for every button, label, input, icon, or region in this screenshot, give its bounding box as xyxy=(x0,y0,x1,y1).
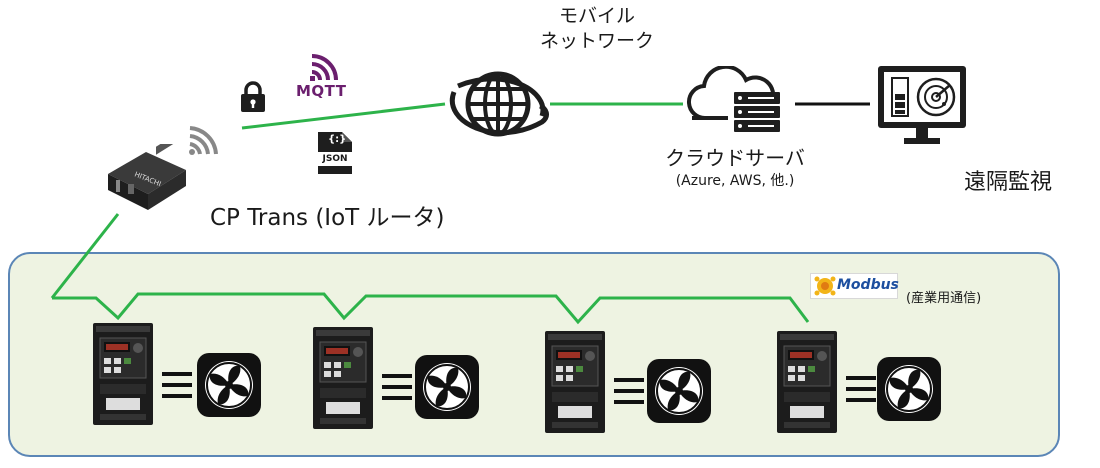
fan-connection-lines xyxy=(162,370,192,400)
link-router-globe xyxy=(241,102,446,130)
router-label: CP Trans (IoT ルータ) xyxy=(210,205,445,231)
json-label: JSON xyxy=(318,152,352,166)
fan-connection-lines xyxy=(382,372,412,402)
modbus-gear-icon xyxy=(814,276,836,296)
lock-icon xyxy=(241,81,265,112)
inverter-device xyxy=(312,326,374,430)
cloud-server-icon xyxy=(687,66,780,132)
modbus-chain xyxy=(52,292,810,325)
cloud-server-examples: (Azure, AWS, 他.) xyxy=(675,173,795,189)
fan-icon xyxy=(646,358,712,424)
modbus-label: Modbus xyxy=(837,277,899,293)
mobile-network-line1: モバイル xyxy=(558,5,635,27)
json-file-icon: {:} JSON xyxy=(316,130,354,176)
fan-icon xyxy=(196,352,262,418)
link-router-field xyxy=(50,213,120,299)
fan-icon xyxy=(876,356,942,422)
modbus-logo: Modbus xyxy=(810,273,899,299)
monitor-radar-icon xyxy=(878,66,966,144)
json-braces: {:} xyxy=(328,134,347,145)
mqtt-icon xyxy=(310,54,338,81)
inverter-device xyxy=(544,330,606,434)
fan-connection-lines xyxy=(846,374,876,404)
fan-connection-lines xyxy=(614,376,644,406)
wifi-icon xyxy=(189,126,218,155)
fan-icon xyxy=(414,354,480,420)
globe-icon xyxy=(449,71,549,137)
mobile-network-label: モバイル ネットワーク xyxy=(532,4,662,54)
mqtt-label: MQTT xyxy=(296,82,347,100)
remote-monitoring-label: 遠隔監視 xyxy=(964,170,1053,195)
cloud-server-label: クラウドサーバ xyxy=(665,146,805,170)
mobile-network-line2: ネットワーク xyxy=(539,30,654,52)
router-device: HITACHI xyxy=(108,144,186,210)
modbus-sublabel: (産業用通信) xyxy=(906,291,982,306)
inverter-device xyxy=(776,330,838,434)
inverter-device xyxy=(92,322,154,426)
